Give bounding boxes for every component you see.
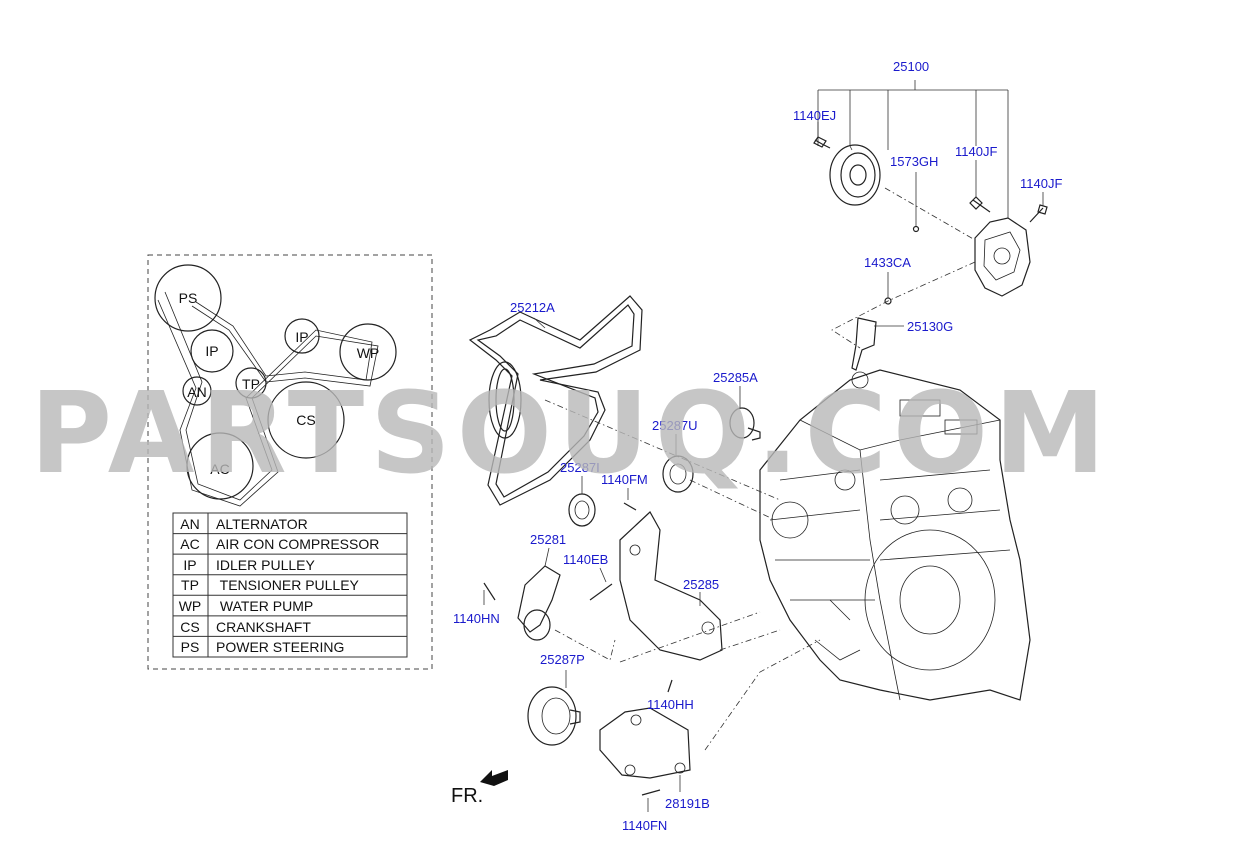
power-steering-pulley	[154, 264, 222, 332]
tp-label: TP	[242, 376, 260, 392]
callout-labels: 25100 1140EJ 1573GH 1140JF 1140JF 1433CA…	[453, 59, 1062, 833]
legend-name: IDLER PULLEY	[216, 557, 315, 573]
callout-25287i[interactable]: 25287I	[560, 460, 600, 475]
water-pump-assembly	[813, 80, 1048, 371]
ps-label: PS	[179, 290, 198, 306]
callout-28191b[interactable]: 28191B	[665, 796, 710, 811]
legend-name: AIR CON COMPRESSOR	[216, 536, 379, 552]
bolt-1140ej	[813, 136, 831, 149]
engine-block	[759, 369, 1031, 701]
callout-25100[interactable]: 25100	[893, 59, 929, 74]
bolt-1140jf-a	[969, 196, 991, 213]
callout-25285[interactable]: 25285	[683, 577, 719, 592]
ip-label-top: IP	[295, 329, 308, 345]
callout-25287p[interactable]: 25287P	[540, 652, 585, 667]
callout-1140hn[interactable]: 1140HN	[453, 611, 500, 626]
legend-code: AC	[180, 536, 199, 552]
watermark: PARTSOUQ.COM	[30, 369, 1112, 499]
callout-1140fm[interactable]: 1140FM	[601, 472, 648, 487]
legend-code: IP	[183, 557, 196, 573]
legend-name: CRANKSHAFT	[216, 619, 311, 635]
water-pump-body	[974, 217, 1031, 297]
legend-name: WATER PUMP	[216, 598, 313, 614]
callout-1433ca[interactable]: 1433CA	[864, 255, 911, 270]
bolt-1140fn	[641, 789, 661, 796]
callout-1140ej[interactable]: 1140EJ	[793, 108, 836, 123]
callout-1573gh[interactable]: 1573GH	[890, 154, 938, 169]
legend-table: AN ALTERNATOR AC AIR CON COMPRESSOR IP I…	[172, 512, 408, 658]
cs-label: CS	[296, 412, 315, 428]
wp-label: WP	[357, 345, 380, 361]
water-pump-pulley-part	[829, 144, 881, 206]
front-label: FR.	[451, 785, 483, 807]
legend-name: ALTERNATOR	[216, 516, 308, 532]
bolt-1140jf-b	[1029, 204, 1048, 223]
idler-25287u	[662, 455, 694, 493]
legend-code: CS	[180, 619, 199, 635]
idler-and-tensioner-parts	[483, 386, 821, 812]
aircon-compressor-pulley	[186, 432, 254, 500]
front-arrow-icon	[480, 770, 508, 786]
dowel-pin	[912, 225, 920, 233]
callout-25287u[interactable]: 25287U	[652, 418, 698, 433]
tensioner-pulley	[235, 367, 267, 399]
bolt-1140hn	[483, 582, 496, 601]
an-label: AN	[187, 384, 206, 400]
bracket-28191b	[599, 707, 691, 779]
legend-code: WP	[179, 598, 202, 614]
callout-1140eb[interactable]: 1140EB	[563, 552, 608, 567]
idler-25285a	[729, 407, 755, 439]
idler-pulley-left	[190, 329, 234, 373]
belt-routing-inset: PS IP WP IP AN TP CS AC AN ALTERNATOR AC…	[147, 254, 433, 670]
alternator-pulley	[182, 376, 212, 406]
idler-pulley-top	[284, 318, 320, 354]
bolt-1140hh	[667, 679, 673, 693]
legend-code: TP	[181, 577, 199, 593]
legend-name: TENSIONER PULLEY	[216, 577, 360, 593]
pulley-25287p	[527, 686, 577, 746]
front-direction-indicator: FR.	[451, 770, 508, 807]
gasket	[851, 317, 877, 371]
drive-belt	[468, 295, 643, 506]
callout-25285a[interactable]: 25285A	[713, 370, 758, 385]
callout-25212a[interactable]: 25212A	[510, 300, 555, 315]
crankshaft-pulley	[267, 381, 345, 459]
callout-1140jf-a[interactable]: 1140JF	[955, 144, 997, 159]
water-pump-pulley	[339, 323, 397, 381]
legend-name: POWER STEERING	[216, 639, 344, 655]
callout-1140jf-b[interactable]: 1140JF	[1020, 176, 1062, 191]
bolt-1140eb	[589, 583, 613, 601]
callout-1140fn[interactable]: 1140FN	[622, 818, 667, 833]
ac-label: AC	[210, 461, 229, 477]
legend-code: PS	[181, 639, 200, 655]
tensioner-bracket	[619, 511, 723, 661]
tensioner-25281	[517, 565, 561, 633]
callout-1140hh[interactable]: 1140HH	[647, 697, 694, 712]
legend-code: AN	[180, 516, 199, 532]
bolt-1140fm	[623, 502, 637, 511]
callout-25130g[interactable]: 25130G	[907, 319, 953, 334]
callout-25281[interactable]: 25281	[530, 532, 566, 547]
ip-label-left: IP	[205, 343, 218, 359]
